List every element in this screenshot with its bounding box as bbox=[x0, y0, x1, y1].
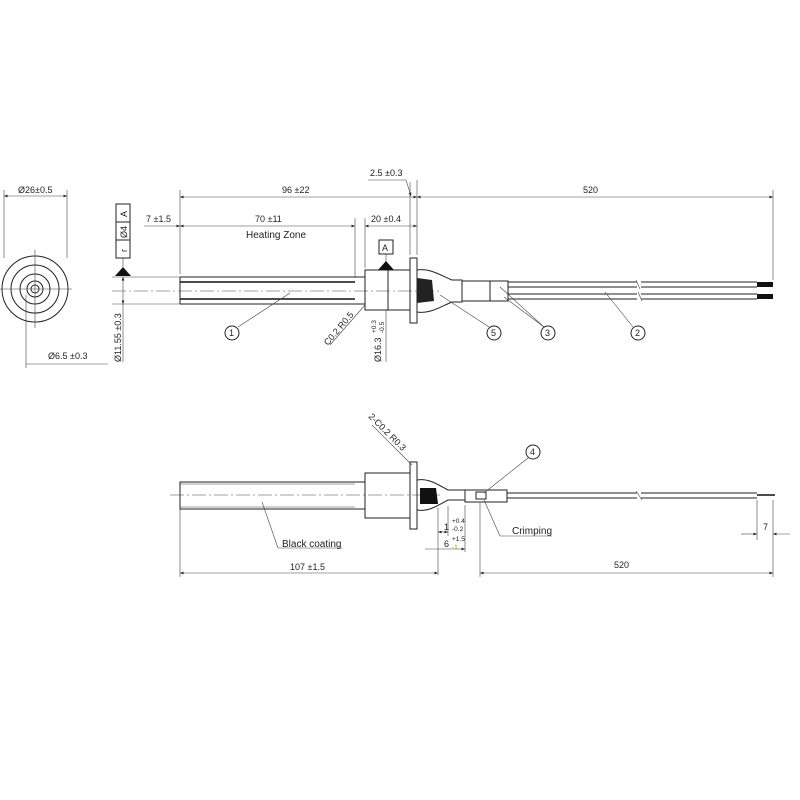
crimping-label: Crimping bbox=[512, 526, 552, 537]
balloon-4: 4 bbox=[530, 447, 535, 457]
dim-b-tol-up: +1.5 bbox=[452, 536, 465, 543]
end-view-inner-diameter: Ø6.5 ±0.3 bbox=[48, 351, 87, 361]
balloon-2: 2 bbox=[635, 328, 640, 338]
dim-b-tol-dn: -1 bbox=[452, 544, 458, 551]
dim-collar-tol-dn: -0.5 bbox=[379, 321, 386, 333]
fcf-datum: A bbox=[119, 211, 129, 217]
fcf-tolerance: Ø4 bbox=[119, 226, 129, 238]
end-view-outer-diameter: Ø26±0.5 bbox=[18, 185, 52, 195]
fcf-symbol: r bbox=[119, 249, 129, 252]
dim-start-length: 7 ±1.5 bbox=[146, 214, 171, 224]
datum-label: A bbox=[382, 243, 388, 253]
chamfer2-label: 2-C0.2 R0.3 bbox=[367, 411, 408, 452]
dim-a-tol-dn: -0.2 bbox=[452, 526, 464, 533]
dim-flange-thickness: 2.5 ±0.3 bbox=[370, 168, 402, 178]
dim-lead-length-bottom: 520 bbox=[614, 560, 629, 570]
dim-collar-tol-up: +0.3 bbox=[371, 320, 378, 333]
end-view: Ø26±0.5 Ø6.5 ±0.3 bbox=[0, 185, 108, 368]
top-view: 96 ±22 520 2.5 ±0.3 7 ±1.5 70 ±11 Heatin… bbox=[112, 168, 774, 362]
dim-collar-length: 20 ±0.4 bbox=[371, 214, 401, 224]
dim-heating-length: 70 ±11 bbox=[255, 214, 282, 224]
chamfer-label: C0.2 R0.5 bbox=[322, 310, 356, 347]
dim-a-tol-up: +0.4 bbox=[452, 518, 465, 525]
dim-collar-diameter: Ø16.3 bbox=[373, 337, 383, 362]
balloon-3: 3 bbox=[545, 328, 550, 338]
dim-a-nominal: 1 bbox=[444, 522, 449, 532]
balloon-5: 5 bbox=[491, 328, 496, 338]
bottom-view: 2-C0.2 R0.3 4 Black coating Crimping 1 +… bbox=[170, 411, 790, 577]
dim-b-nominal: 6 bbox=[444, 539, 449, 549]
dim-sheath-diameter: Ø11.55 ±0.3 bbox=[113, 313, 123, 362]
dim-body-length: 107 ±1.5 bbox=[290, 562, 325, 572]
heating-zone-label: Heating Zone bbox=[246, 230, 306, 241]
dim-strip-length: 7 bbox=[763, 522, 768, 532]
dim-overall-length: 96 ±22 bbox=[282, 185, 309, 195]
balloon-1: 1 bbox=[229, 328, 234, 338]
black-coating-label: Black coating bbox=[282, 539, 341, 550]
dim-lead-length: 520 bbox=[583, 185, 598, 195]
